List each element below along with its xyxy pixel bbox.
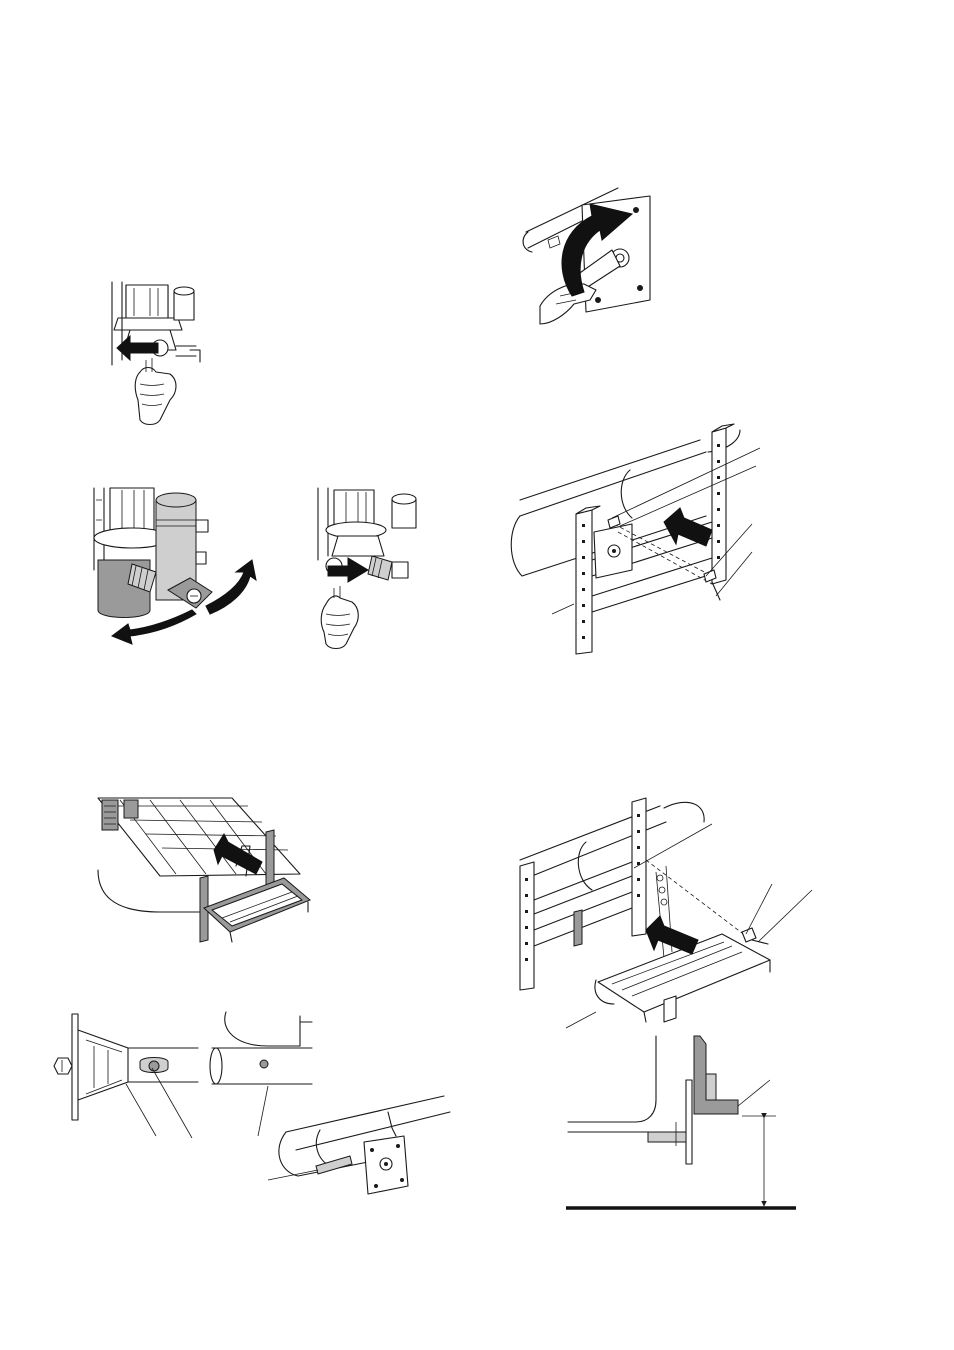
fig-bracket-detail (210, 1012, 450, 1194)
fig-turn-valve (94, 488, 256, 644)
fig-wrench-rotate (523, 188, 650, 324)
fig-tray-assembly (54, 1014, 198, 1138)
fig-tray-install (98, 798, 310, 942)
fig-uprights-mount (511, 424, 760, 654)
fig-open-valve (112, 282, 200, 425)
fig-height-section (566, 1036, 796, 1208)
fig-tray-mount (520, 798, 812, 1028)
fig-close-valve (318, 488, 416, 649)
